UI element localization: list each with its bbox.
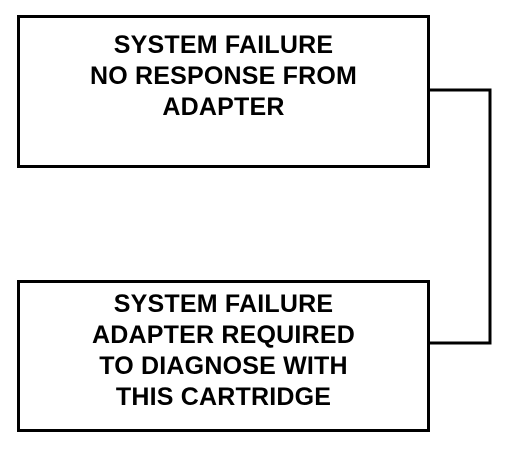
message-line: ADAPTER bbox=[162, 93, 285, 121]
error-message-box-adapter-required: SYSTEM FAILURE ADAPTER REQUIRED TO DIAGN… bbox=[17, 280, 430, 432]
message-line: THIS CARTRIDGE bbox=[115, 383, 332, 411]
message-line: SYSTEM FAILURE bbox=[113, 31, 334, 59]
message-line: TO DIAGNOSE WITH bbox=[99, 352, 348, 380]
connector-path bbox=[430, 88, 492, 345]
message-line: NO RESPONSE FROM bbox=[89, 62, 358, 90]
message-line: SYSTEM FAILURE bbox=[113, 290, 334, 318]
message-line: ADAPTER REQUIRED bbox=[92, 321, 355, 349]
error-message-box-no-response: SYSTEM FAILURE NO RESPONSE FROM ADAPTER bbox=[17, 15, 430, 168]
